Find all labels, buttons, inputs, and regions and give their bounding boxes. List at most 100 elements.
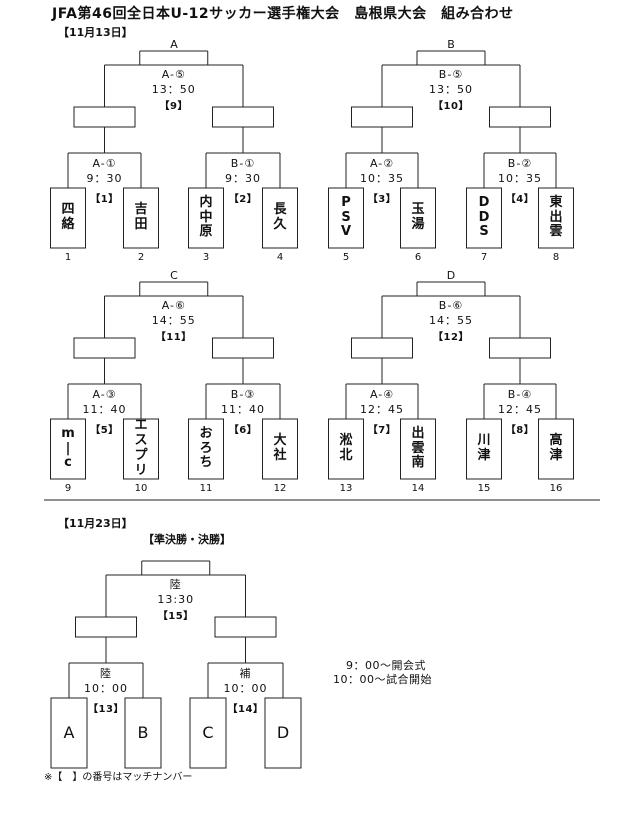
match-number: 【8】 — [505, 425, 535, 436]
team-name-char: D — [478, 194, 490, 210]
team-name-char: 出 — [549, 209, 563, 225]
match-time: 9：30 — [86, 172, 123, 185]
team-name-char: C — [202, 722, 214, 742]
seed-number: 15 — [477, 483, 491, 494]
seed-number: 14 — [411, 483, 425, 494]
team-name-char: リ — [134, 462, 148, 478]
block-label: A — [170, 38, 178, 51]
team-box: B — [125, 698, 161, 768]
match-time: 14：55 — [429, 314, 473, 327]
team-name-char: ち — [199, 455, 213, 471]
team-name-char: 長 — [273, 202, 287, 218]
team-box: D — [265, 698, 301, 768]
team-name-char: ス — [134, 433, 148, 449]
match-time: 13：50 — [151, 83, 196, 96]
team-box: 吉田 — [124, 188, 159, 248]
winner-slot — [489, 106, 551, 128]
schedule-start: 10：00～試合開始 — [333, 673, 432, 686]
team-name-char: 湯 — [411, 217, 425, 232]
seed-number: 5 — [342, 252, 350, 263]
match-time: 11：40 — [82, 403, 127, 416]
team-name-char: 津 — [477, 448, 491, 463]
match-time: 10：00 — [84, 682, 128, 695]
match-id: A-③ — [92, 388, 117, 401]
match-number: 【2】 — [228, 194, 258, 205]
team-box: 川津 — [467, 419, 502, 479]
match-number: 【1】 — [90, 194, 119, 205]
match-id: 補 — [239, 667, 252, 680]
team-name-char: | — [65, 440, 71, 456]
match-id: B-⑥ — [438, 299, 464, 312]
page-title: JFA第46回全日本U-12サッカー選手権大会 島根県大会 組み合わせ — [52, 6, 514, 22]
team-name-char: V — [340, 224, 352, 240]
match-time: 14：55 — [151, 314, 196, 327]
team-name-char: 四 — [61, 202, 75, 218]
team-name-char: 絡 — [61, 217, 75, 232]
match-time: 10：35 — [498, 172, 542, 185]
winner-slot — [351, 337, 413, 359]
team-name-char: 出 — [411, 425, 425, 441]
match-id: B-④ — [507, 388, 533, 401]
team-name-char: c — [64, 455, 72, 471]
team-box: 玉湯 — [401, 188, 436, 248]
team-name-char: m — [61, 425, 75, 441]
match-number: 【13】 — [88, 704, 124, 715]
seed-number: 9 — [64, 483, 72, 494]
team-name-char: 東 — [549, 194, 563, 210]
team-box: 淞北 — [329, 419, 364, 479]
seed-number: 8 — [552, 252, 560, 263]
winner-slot — [73, 106, 136, 128]
match-id: 陸 — [169, 578, 182, 591]
match-number: 【10】 — [433, 101, 469, 112]
match-time: 12：45 — [498, 403, 542, 416]
seed-number: 16 — [549, 483, 563, 494]
team-name-char: 北 — [339, 448, 353, 463]
team-box: 長久 — [263, 188, 298, 248]
match-number: 【6】 — [228, 425, 258, 436]
match-number: 【9】 — [159, 101, 188, 112]
team-box: 東出雲 — [539, 188, 574, 248]
team-name-char: 淞 — [339, 433, 353, 449]
block-label: C — [170, 269, 178, 282]
match-number: 【5】 — [90, 425, 119, 436]
team-name-char: 大 — [273, 433, 287, 449]
match-time: 10：35 — [360, 172, 404, 185]
match-id: A-⑤ — [161, 68, 186, 81]
winner-slot — [351, 106, 413, 128]
winner-slot — [212, 106, 274, 128]
match-time: 12：45 — [360, 403, 404, 416]
block-label: D — [446, 269, 456, 282]
match-id: B-② — [507, 157, 533, 170]
match-id: A-① — [92, 157, 117, 170]
match-time: 13：50 — [429, 83, 473, 96]
winner-slot — [75, 616, 137, 638]
team-name-char: 田 — [134, 217, 148, 232]
match-id: 陸 — [100, 667, 112, 680]
seed-number: 3 — [202, 252, 210, 263]
match-number: 【4】 — [505, 194, 535, 205]
team-name-char: B — [137, 722, 149, 742]
seed-number: 1 — [64, 252, 72, 263]
team-box: 出雲南 — [401, 419, 436, 479]
winner-slot — [73, 337, 136, 359]
winner-slot — [214, 616, 277, 638]
team-name-char: 玉 — [411, 202, 425, 218]
seed-number: 4 — [276, 252, 284, 263]
seed-number: 2 — [137, 252, 145, 263]
match-id: B-③ — [230, 388, 256, 401]
team-name-char: D — [276, 722, 290, 742]
team-box: おろち — [189, 419, 224, 479]
semis-final-label: 【準決勝・決勝】 — [143, 533, 231, 546]
seed-number: 7 — [480, 252, 488, 263]
match-number: 【15】 — [157, 611, 194, 622]
team-name-char: A — [63, 722, 75, 742]
team-name-char: S — [341, 209, 351, 225]
team-box: C — [190, 698, 226, 768]
team-box: エスプリ — [124, 418, 159, 479]
team-name-char: S — [479, 224, 489, 240]
team-name-char: D — [478, 209, 490, 225]
team-name-char: 南 — [411, 455, 425, 471]
team-name-char: P — [341, 194, 351, 210]
